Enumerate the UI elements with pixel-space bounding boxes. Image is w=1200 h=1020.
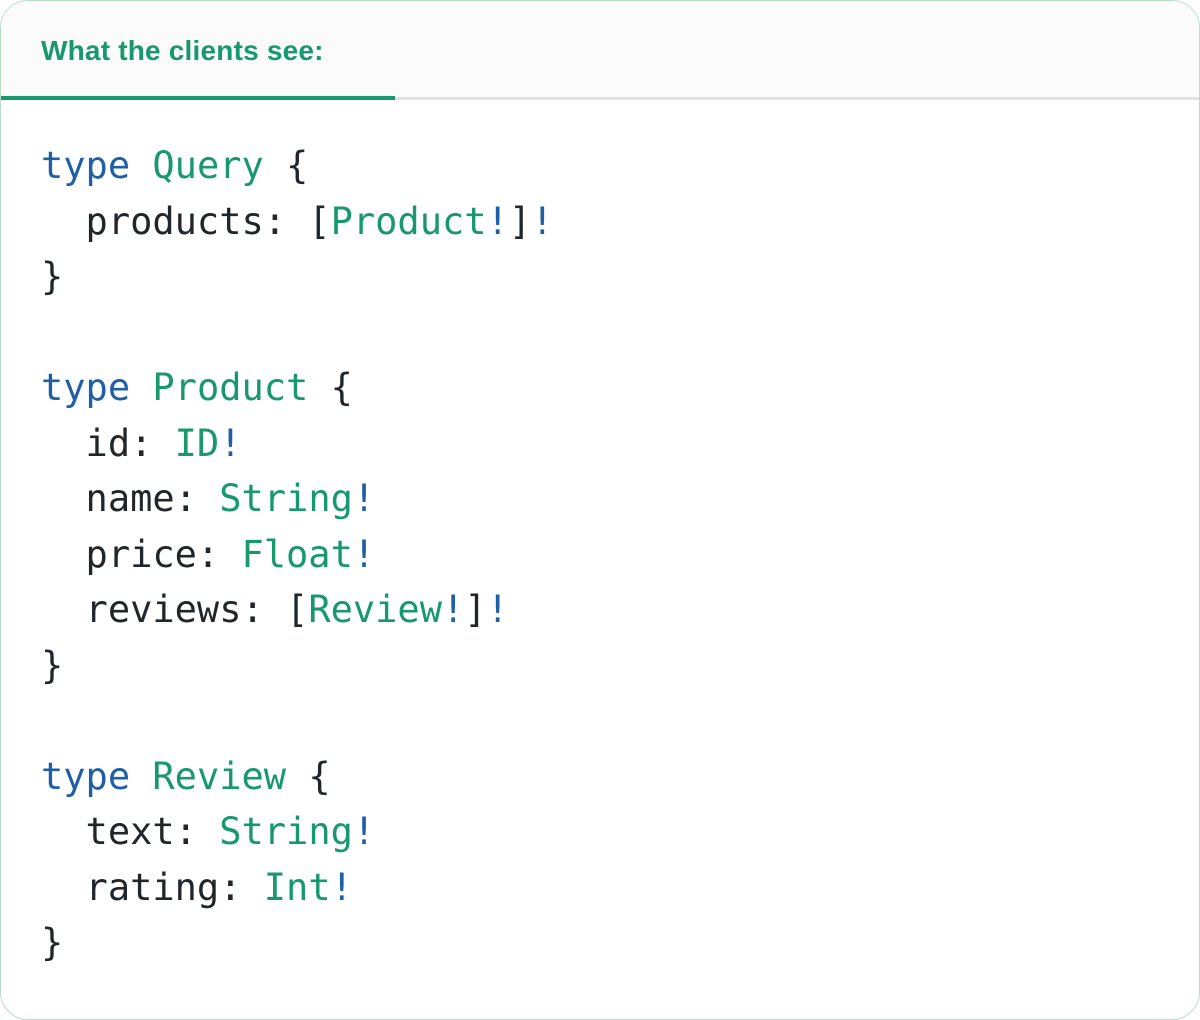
code-token-type_name: String: [219, 477, 353, 520]
code-line: rating: Int!: [41, 860, 1159, 916]
code-token-type_name: Product: [152, 366, 309, 409]
code-token-keyword: !: [441, 588, 465, 631]
code-token-type_name: Int: [263, 865, 331, 909]
code-token-keyword: type: [41, 754, 131, 798]
code-line: }: [41, 915, 1159, 971]
code-token-type_name: ID: [174, 421, 220, 465]
code-token-type_name: Review: [152, 754, 287, 798]
code-token-plain: ]: [464, 588, 487, 631]
code-token-keyword: type: [41, 366, 131, 409]
code-line: id: ID!: [41, 416, 1159, 472]
code-token-plain: name:: [41, 477, 220, 520]
code-line: type Product {: [41, 360, 1159, 416]
code-token-keyword: !: [486, 199, 509, 243]
code-token-plain: text:: [41, 810, 220, 853]
code-token-plain: [130, 755, 152, 798]
code-token-plain: id:: [41, 421, 175, 465]
tab-what-the-clients-see[interactable]: What the clients see:: [41, 34, 324, 66]
active-tab-indicator: [1, 96, 395, 100]
code-token-plain: {: [263, 144, 309, 187]
panel-header: What the clients see:: [1, 1, 1199, 100]
code-token-plain: products: [: [41, 199, 331, 243]
code-token-plain: {: [308, 366, 353, 409]
code-token-keyword: !: [531, 199, 554, 243]
tab-underline-track: [1, 97, 1199, 100]
code-token-keyword: !: [486, 588, 509, 631]
code-token-keyword: !: [352, 477, 376, 520]
code-line: price: Float!: [41, 527, 1159, 583]
code-token-type_name: Query: [152, 144, 264, 187]
code-line: [41, 305, 1159, 361]
code-line: products: [Product!]!: [41, 194, 1159, 250]
code-line: type Query {: [41, 138, 1159, 194]
code-token-keyword: type: [41, 144, 131, 187]
code-token-keyword: !: [352, 532, 376, 576]
code-line: type Review {: [41, 749, 1159, 805]
code-line: name: String!: [41, 471, 1159, 527]
code-token-type_name: Float: [241, 532, 353, 576]
code-token-keyword: !: [352, 810, 376, 853]
code-line: }: [41, 249, 1159, 305]
code-token-keyword: !: [219, 421, 242, 465]
code-token-plain: [130, 366, 152, 409]
code-token-keyword: !: [330, 865, 353, 909]
code-line: text: String!: [41, 804, 1159, 860]
code-token-plain: }: [41, 643, 64, 687]
code-token-type_name: Review: [308, 588, 442, 631]
code-line: reviews: [Review!]!: [41, 582, 1159, 638]
code-token-plain: rating:: [41, 865, 264, 909]
code-token-plain: price:: [41, 532, 242, 576]
code-token-plain: {: [286, 754, 331, 798]
code-line: }: [41, 638, 1159, 694]
code-token-type_name: Product: [330, 199, 487, 243]
graphql-code-block: type Query { products: [Product!]!} type…: [1, 100, 1199, 1011]
code-token-plain: }: [41, 921, 64, 964]
code-token-plain: reviews: [: [41, 588, 309, 631]
code-line: [41, 693, 1159, 749]
code-token-type_name: String: [219, 810, 353, 853]
code-token-plain: [130, 144, 152, 187]
code-token-plain: }: [41, 255, 64, 298]
code-token-plain: ]: [508, 199, 532, 243]
